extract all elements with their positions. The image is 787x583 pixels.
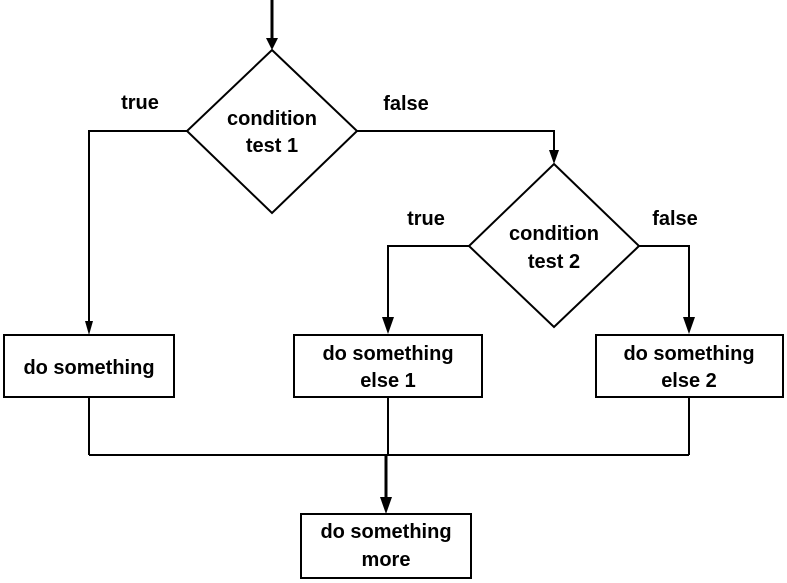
process-final-label-line-2: more bbox=[362, 549, 411, 571]
process-do-something-more bbox=[300, 513, 472, 579]
final-arrowhead bbox=[380, 497, 392, 514]
process-3-label-line-1: do something bbox=[623, 343, 754, 365]
decision-2-false-label: false bbox=[652, 208, 698, 230]
decision-1-false-label: false bbox=[383, 93, 429, 115]
decision-1-true-arrowhead bbox=[85, 321, 93, 335]
decision-condition-test-2 bbox=[467, 162, 641, 329]
decision-2-false-arrowhead bbox=[683, 317, 695, 334]
decision-1-false-connector bbox=[357, 130, 555, 153]
entry-arrowhead bbox=[266, 38, 278, 50]
decision-2-label-line-1: condition bbox=[509, 223, 599, 245]
decision-condition-test-1 bbox=[185, 48, 359, 215]
decision-2-true-arrowhead bbox=[382, 317, 394, 334]
decision-1-true-label: true bbox=[121, 92, 159, 114]
decision-2-true-label: true bbox=[407, 208, 445, 230]
decision-2-label-line-2: test 2 bbox=[528, 251, 580, 273]
process-2-label-line-2: else 1 bbox=[360, 370, 416, 392]
decision-1-label-line-2: test 1 bbox=[246, 135, 298, 157]
process-2-label-line-1: do something bbox=[322, 343, 453, 365]
decision-1-label-line-1: condition bbox=[227, 108, 317, 130]
process-3-label-line-2: else 2 bbox=[661, 370, 717, 392]
decision-1-true-connector bbox=[88, 130, 187, 324]
decision-2-true-connector bbox=[387, 245, 469, 320]
process-do-something-else-1 bbox=[293, 334, 483, 398]
decision-1-false-arrowhead bbox=[549, 150, 559, 164]
decision-2-false-connector bbox=[639, 245, 690, 320]
process-final-label-line-1: do something bbox=[320, 521, 451, 543]
process-1-label: do something bbox=[23, 357, 154, 379]
